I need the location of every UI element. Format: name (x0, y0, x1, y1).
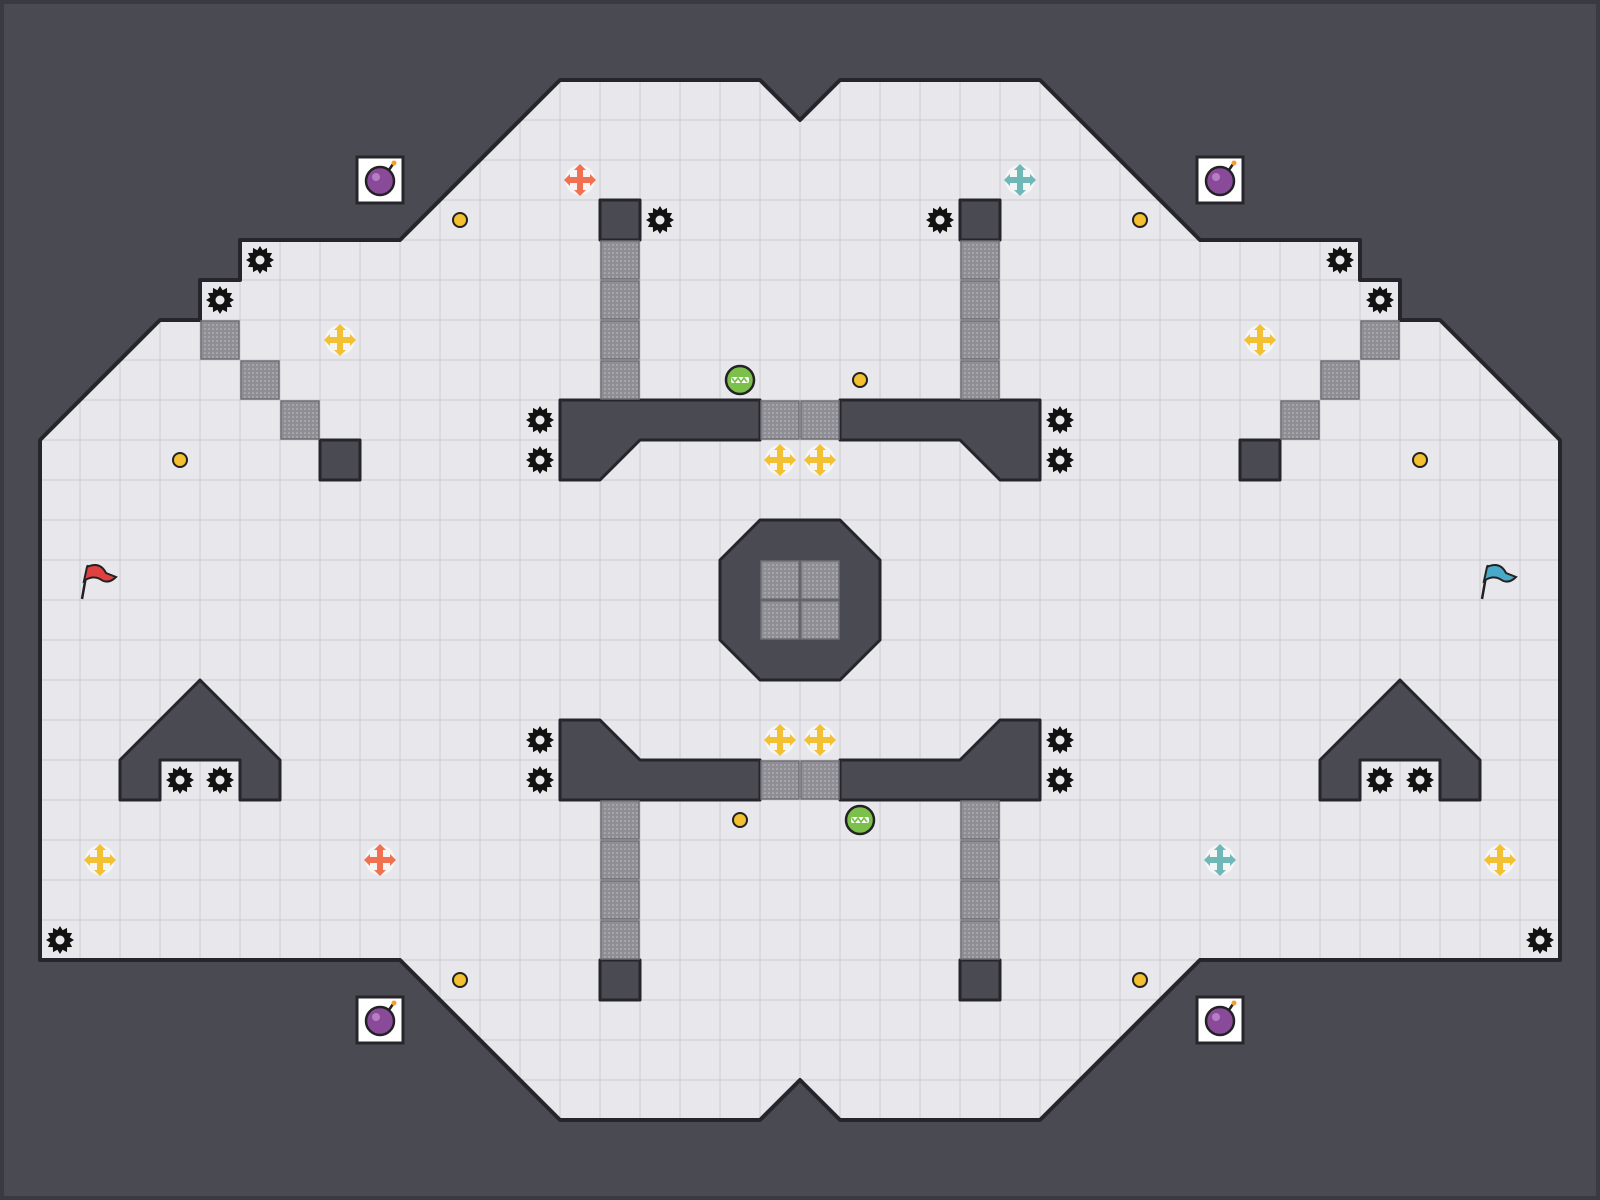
gate-tile (280, 400, 320, 440)
gate-tile (960, 920, 1000, 960)
boost-icon (764, 444, 796, 476)
spike-icon (206, 766, 234, 794)
gate-tile (760, 560, 800, 600)
spike-icon (1326, 246, 1354, 274)
wall-block-right-upper (1238, 438, 1282, 482)
coin-icon (1132, 972, 1148, 988)
spike-icon (246, 246, 274, 274)
wall-center-octagon (718, 518, 882, 682)
coin-icon (852, 372, 868, 388)
spike-icon (646, 206, 674, 234)
boost-icon (804, 724, 836, 756)
wall-block-pillar-ne (958, 198, 1002, 242)
gate-tile (800, 760, 840, 800)
bomb-icon (355, 155, 405, 205)
gate-tile (200, 320, 240, 360)
gate-tile (600, 880, 640, 920)
spike-icon (526, 726, 554, 754)
gate-tile (960, 800, 1000, 840)
gate-tile (960, 360, 1000, 400)
gate-tile (960, 240, 1000, 280)
boost-icon (364, 844, 396, 876)
gate-tile (1320, 360, 1360, 400)
wall-bar-upper-right (838, 398, 1042, 482)
coin-icon (452, 212, 468, 228)
gate-tile (960, 320, 1000, 360)
gate-tile (600, 360, 640, 400)
gate-tile (960, 880, 1000, 920)
gate-tile (600, 800, 640, 840)
gate-tile (760, 600, 800, 640)
coin-icon (1412, 452, 1428, 468)
gate-tile (1280, 400, 1320, 440)
spike-icon (526, 406, 554, 434)
boost-icon (564, 164, 596, 196)
gate-tile (800, 400, 840, 440)
boost-icon (1204, 844, 1236, 876)
gate-tile (960, 840, 1000, 880)
bomb-icon (355, 995, 405, 1045)
boost-icon (804, 444, 836, 476)
gate-tile (600, 920, 640, 960)
wall-triangle-right (1318, 678, 1482, 802)
bomb-icon (1195, 155, 1245, 205)
spike-icon (1046, 406, 1074, 434)
spike-icon (1046, 726, 1074, 754)
gate-tile (600, 240, 640, 280)
boost-icon (84, 844, 116, 876)
spike-icon (1046, 766, 1074, 794)
gate-tile (760, 400, 800, 440)
boost-icon (1244, 324, 1276, 356)
boost-icon (764, 724, 796, 756)
spike-icon (166, 766, 194, 794)
gate-tile (600, 280, 640, 320)
wall-block-left-upper (318, 438, 362, 482)
spike-icon (526, 446, 554, 474)
spike-icon (1366, 286, 1394, 314)
wall-block-pillar-sw (598, 958, 642, 1002)
spike-icon (926, 206, 954, 234)
gate-tile (600, 840, 640, 880)
gate-tile (600, 320, 640, 360)
boost-icon (1004, 164, 1036, 196)
powerup-icon (724, 364, 756, 396)
wall-triangle-left (118, 678, 282, 802)
spike-icon (526, 766, 554, 794)
powerup-icon (844, 804, 876, 836)
flag-icon (1480, 564, 1518, 600)
gate-tile (240, 360, 280, 400)
gate-tile (800, 560, 840, 600)
wall-bar-lower-left (558, 718, 762, 802)
gate-tile (760, 760, 800, 800)
gate-tile (1360, 320, 1400, 360)
interior-walls (118, 198, 1482, 1002)
coin-icon (172, 452, 188, 468)
wall-bar-upper-left (558, 398, 762, 482)
gate-tile (960, 280, 1000, 320)
wall-block-pillar-nw (598, 198, 642, 242)
spike-icon (1366, 766, 1394, 794)
spike-icon (1406, 766, 1434, 794)
coin-icon (452, 972, 468, 988)
coin-icon (732, 812, 748, 828)
arena-outline (38, 78, 1562, 1122)
spike-icon (1046, 446, 1074, 474)
bomb-icon (1195, 995, 1245, 1045)
gates (200, 240, 1400, 960)
wall-block-pillar-se (958, 958, 1002, 1002)
boost-icon (324, 324, 356, 356)
wall-bar-lower-right (838, 718, 1042, 802)
coin-icon (1132, 212, 1148, 228)
gate-tile (800, 600, 840, 640)
flag-icon (80, 564, 118, 600)
boost-icon (1484, 844, 1516, 876)
spike-icon (206, 286, 234, 314)
spike-icon (46, 926, 74, 954)
spike-icon (1526, 926, 1554, 954)
